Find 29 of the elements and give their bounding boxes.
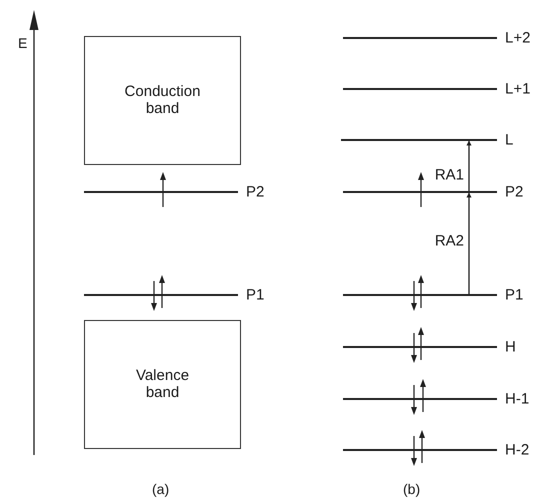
energy-level-line: [84, 191, 238, 192]
energy-band-box: [84, 36, 241, 165]
level-label: L: [505, 132, 514, 148]
energy-level-line: [343, 88, 497, 90]
band-label: Valence band: [134, 368, 190, 401]
level-label: P2: [246, 184, 264, 200]
energy-level-line: [343, 191, 497, 192]
energy-level-line: [341, 139, 497, 140]
transition-arrow: [466, 192, 472, 294]
level-label: H-2: [505, 442, 530, 458]
level-label: P1: [246, 288, 264, 302]
energy-level-line: [343, 37, 497, 38]
level-label: L+1: [505, 82, 530, 96]
level-label: P1: [505, 288, 524, 302]
transition-arrow: [466, 140, 472, 191]
band-label: Conduction band: [124, 84, 202, 117]
energy-level-line: [343, 398, 497, 400]
level-label: P2: [505, 184, 524, 200]
panel-label: (b): [403, 482, 420, 496]
panel-label: (a): [152, 482, 170, 496]
energy-band-box: [84, 320, 241, 449]
axis-label: E: [18, 36, 28, 50]
energy-level-line: [343, 449, 497, 450]
energy-level-line: [343, 294, 497, 296]
level-label: L+2: [505, 30, 530, 46]
energy-level-line: [343, 346, 497, 348]
energy-level-line: [84, 294, 238, 296]
level-label: H-1: [505, 392, 530, 406]
level-label: H: [505, 340, 516, 354]
